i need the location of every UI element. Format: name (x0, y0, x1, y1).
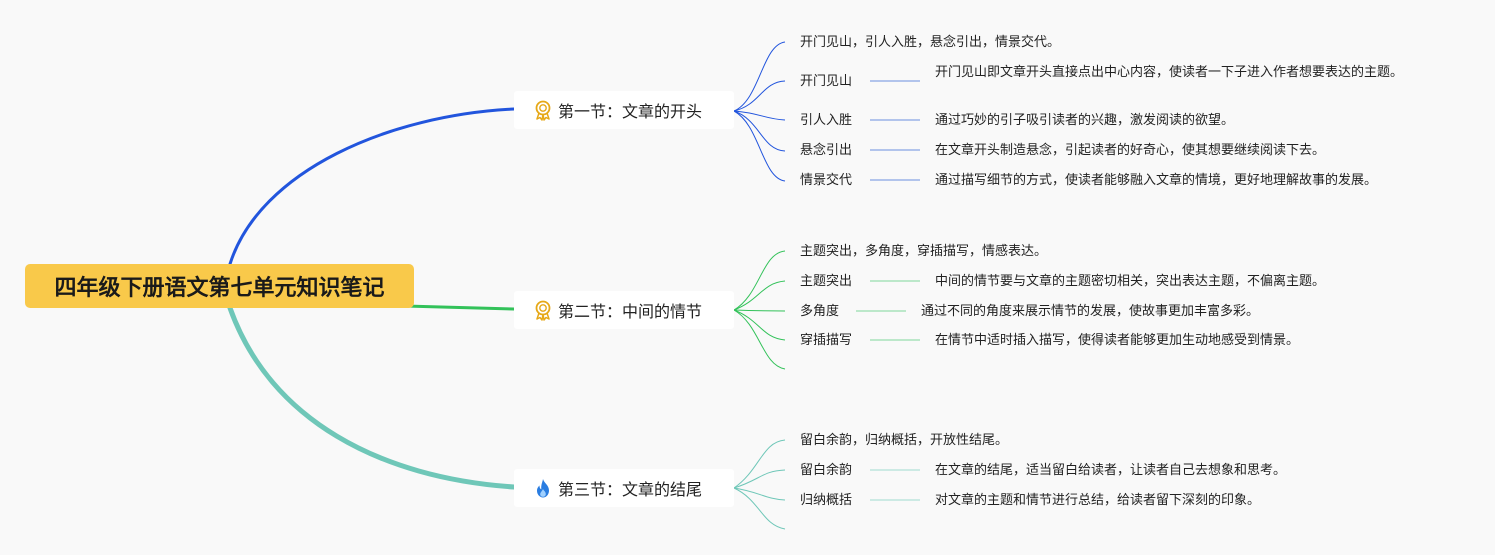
section-3-connectors (733, 439, 786, 530)
section-1-desc-4[interactable]: 通过描写细节的方式，使读者能够融入文章的情境，更好地理解故事的发展。 (935, 173, 1378, 188)
section-topic-1[interactable]: 第一节：文章的开头 (514, 91, 734, 129)
section-2-term-1[interactable]: 主题突出 (800, 274, 853, 289)
branch-connector-2 (403, 304, 516, 311)
section-title-1: 第一节：文章的开头 (558, 102, 703, 121)
medal-icon (532, 299, 554, 321)
root-title: 四年级下册语文第七单元知识笔记 (54, 276, 385, 301)
section-2-term-2[interactable]: 多角度 (800, 304, 840, 319)
branch-connector-3 (227, 305, 517, 490)
section-1-term-3[interactable]: 悬念引出 (800, 143, 853, 158)
section-1-summary[interactable]: 开门见山，引人入胜，悬念引出，情景交代。 (800, 35, 1061, 50)
section-3-term-1[interactable]: 留白余韵 (800, 463, 853, 478)
section-1-desc-1[interactable]: 开门见山即文章开头直接点出中心内容，使读者一下子进入作者想要表达的主题。 (935, 65, 1404, 80)
section-1-desc-2[interactable]: 通过巧妙的引子吸引读者的兴趣，激发阅读的欲望。 (935, 113, 1235, 128)
section-1-term-1[interactable]: 开门见山 (800, 74, 853, 89)
section-1-term-4[interactable]: 情景交代 (800, 173, 853, 188)
section-2-desc-3[interactable]: 在情节中适时插入描写，使得读者能够更加生动地感受到情景。 (935, 333, 1300, 348)
section-3-desc-1[interactable]: 在文章的结尾，适当留白给读者，让读者自己去想象和思考。 (935, 463, 1287, 478)
section-1-term-2[interactable]: 引人入胜 (800, 113, 853, 128)
section-title-3: 第三节：文章的结尾 (558, 480, 703, 499)
medal-icon (532, 99, 554, 121)
section-2-desc-2[interactable]: 通过不同的角度来展示情节的发展，使故事更加丰富多彩。 (921, 304, 1260, 319)
section-3-summary[interactable]: 留白余韵，归纳概括，开放性结尾。 (800, 433, 1009, 448)
section-3-leaf-lines (870, 469, 920, 501)
section-1-leaf-lines (870, 80, 920, 181)
section-2-connectors (733, 250, 786, 370)
section-1-connectors (733, 41, 786, 182)
section-2-term-3[interactable]: 穿插描写 (800, 333, 853, 348)
section-topic-2[interactable]: 第二节：中间的情节 (514, 291, 734, 329)
root-topic[interactable]: 四年级下册语文第七单元知识笔记 (25, 264, 414, 308)
section-3-term-2[interactable]: 归纳概括 (800, 493, 853, 508)
section-2-leaf-lines (856, 280, 920, 341)
section-2-desc-1[interactable]: 中间的情节要与文章的主题密切相关，突出表达主题，不偏离主题。 (935, 274, 1326, 289)
section-title-2: 第二节：中间的情节 (558, 302, 703, 321)
fire-icon (532, 477, 554, 499)
section-2-summary[interactable]: 主题突出，多角度，穿插描写，情感表达。 (800, 244, 1048, 259)
section-topic-3[interactable]: 第三节：文章的结尾 (514, 469, 734, 507)
section-3-desc-2[interactable]: 对文章的主题和情节进行总结，给读者留下深刻的印象。 (935, 493, 1261, 508)
branch-connector-1 (228, 107, 516, 266)
section-1-desc-3[interactable]: 在文章开头制造悬念，引起读者的好奇心，使其想要继续阅读下去。 (935, 143, 1326, 158)
